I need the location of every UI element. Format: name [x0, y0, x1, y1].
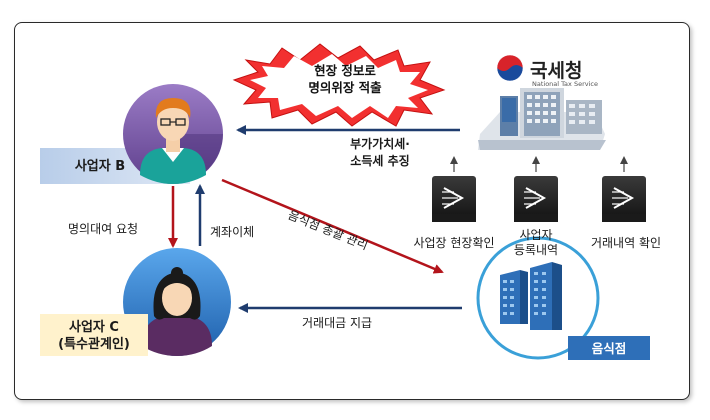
restaurant-icon [476, 236, 600, 360]
burst-line-1: 현장 정보로 [314, 63, 376, 78]
burst-label: 현장 정보로 명의위장 적출 [290, 62, 400, 96]
server-icon-3 [602, 156, 646, 222]
server-label-2: 사업자 등록내역 [513, 228, 559, 257]
business-c-label: 사업자 C (특수관계인) [40, 316, 148, 356]
business-c-avatar [123, 248, 231, 356]
tax-collect-label: 부가가치세· 소득세 추징 [330, 136, 430, 170]
server-icon-1 [432, 156, 476, 222]
restaurant-label-box [568, 336, 650, 360]
nts-name-en: National Tax Service [532, 80, 598, 88]
business-c-label-line2: (특수관계인) [58, 337, 130, 352]
restaurant-management-arrow [221, 178, 444, 274]
burst-line-2: 명의위장 적출 [308, 80, 382, 95]
nts-logo-icon [496, 54, 524, 82]
tax-collect-line2: 소득세 추징 [350, 154, 410, 168]
name-lending-label: 명의대여 요청 [68, 222, 139, 236]
restaurant-label: 음식점 [591, 340, 627, 356]
account-transfer-label: 계좌이체 [210, 225, 255, 239]
nts-building-icon [478, 88, 606, 150]
tax-collect-line1: 부가가치세· [350, 137, 410, 151]
server-label-3: 거래내역 확인 [590, 236, 662, 250]
business-c-box [40, 314, 148, 356]
business-c-label-line1: 사업자 C [69, 320, 119, 335]
nts-name: 국세청 [530, 60, 583, 82]
server-icon-2 [514, 156, 558, 222]
server-label-1: 사업장 현장확인 [413, 236, 495, 250]
business-b-avatar [123, 84, 223, 184]
payment-label: 거래대금 지급 [302, 316, 373, 330]
business-b-label: 사업자 B [74, 158, 126, 174]
